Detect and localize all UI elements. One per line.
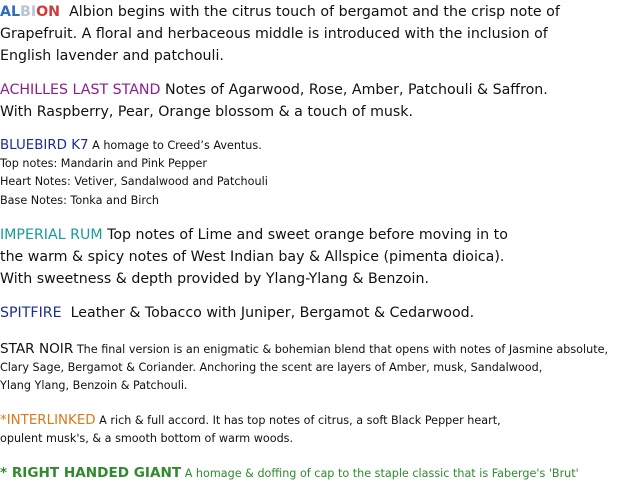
entry-text: With Raspberry, Pear, Orange blossom & a… [0,104,414,120]
entry-name-achilles: ACHILLES LAST STAND [0,82,161,98]
name-part: AL [0,4,21,20]
entry-text: A homage to Creed’s Aventus. [92,139,262,152]
name-part: BI [20,4,37,20]
entry-text: A homage & doffing of cap to the staple … [184,467,579,480]
entry-text: Grapefruit. A floral and herbaceous midd… [0,26,548,42]
entry-text: With sweetness & depth provided by Ylang… [0,271,429,287]
entry-name-star-noir: STAR NOIR [0,341,74,357]
entry-text: Top notes of Lime and sweet orange befor… [107,227,508,243]
entry-name-spitfire: SPITFIRE [0,305,62,321]
entry-star-noir: STAR NOIR The final version is an enigma… [0,340,608,396]
entry-text: Leather & Tobacco with Juniper, Bergamot… [70,305,475,321]
entry-text: Base Notes: Tonka and Birch [0,193,159,207]
entry-name-albion: ALBION [0,4,60,20]
entry-text: opulent musk's, & a smooth bottom of war… [0,432,294,446]
entry-text: Albion begins with the citrus touch of b… [69,4,560,20]
entry-text: Heart Notes: Vetiver, Sandalwood and Pat… [0,175,268,189]
entry-achilles-last-stand: ACHILLES LAST STAND Notes of Agarwood, R… [0,79,548,123]
entry-right-handed-giant: * RIGHT HANDED GIANT A homage & doffing … [0,464,579,483]
entry-text: Notes of Agarwood, Rose, Amber, Patchoul… [164,82,548,98]
entry-text: Ylang Ylang, Benzoin & Patchouli. [0,379,188,393]
entry-text: A rich & full accord. It has top notes o… [99,414,501,427]
entry-name-bluebird: BLUEBIRD K7 [0,138,89,153]
entry-text: The final version is an enigmatic & bohe… [76,343,609,356]
name-part: ON [36,4,61,20]
entry-albion: ALBION Albion begins with the citrus tou… [0,1,560,67]
entry-interlinked: *INTERLINKED A rich & full accord. It ha… [0,412,501,448]
entry-text: English lavender and patchouli. [0,48,224,64]
entry-name-interlinked: *INTERLINKED [0,413,96,428]
entry-name-imperial: IMPERIAL RUM [0,227,103,243]
entry-text: Clary Sage, Bergamot & Coriander. Anchor… [0,361,543,375]
entry-text: Top notes: Mandarin and Pink Pepper [0,157,207,171]
entry-imperial-rum: IMPERIAL RUM Top notes of Lime and sweet… [0,224,508,290]
entry-text: the warm & spicy notes of West Indian ba… [0,249,505,265]
entry-name-right-handed-giant: * RIGHT HANDED GIANT [0,465,182,481]
entry-spitfire: SPITFIRE Leather & Tobacco with Juniper,… [0,302,474,324]
entry-bluebird-k7: BLUEBIRD K7 A homage to Creed’s Aventus.… [0,137,268,210]
